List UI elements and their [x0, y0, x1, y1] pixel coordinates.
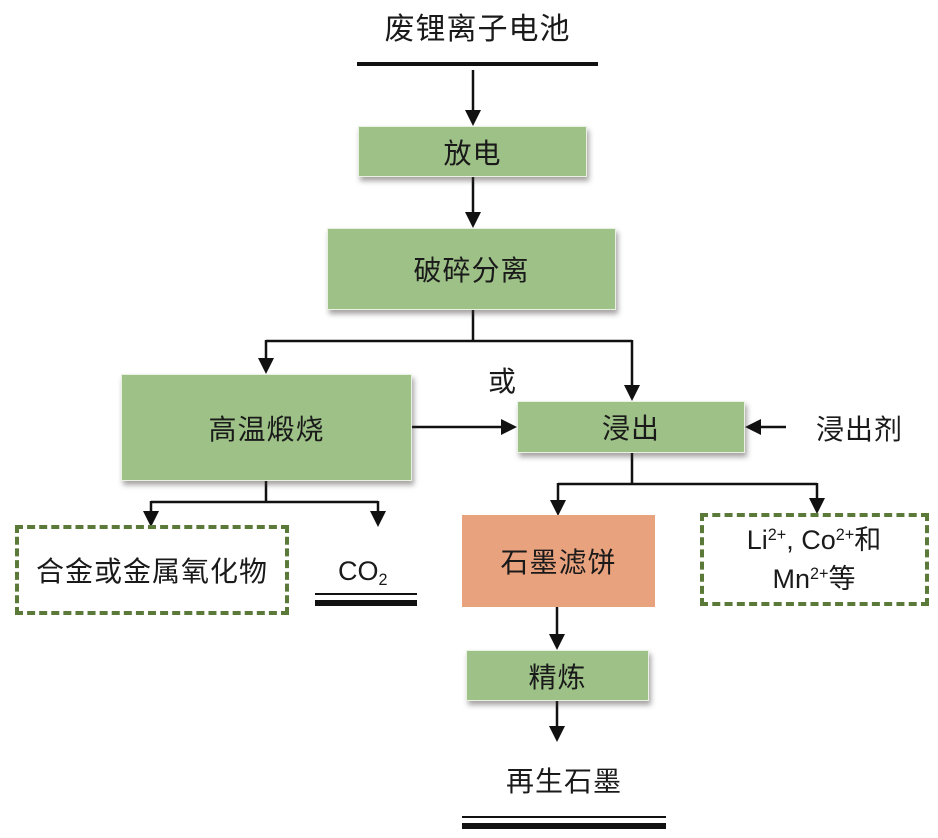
node-refining[interactable]: 精炼	[466, 650, 649, 701]
arrowhead	[370, 511, 386, 527]
arrowhead	[465, 212, 481, 228]
and-text: 和	[854, 524, 883, 556]
output-co2: CO2	[338, 556, 388, 589]
co2-subscript: 2	[378, 570, 388, 589]
arrowhead	[143, 511, 159, 527]
mn-charge: 2+	[810, 564, 829, 583]
arrowhead	[258, 358, 274, 374]
or-label: 或	[488, 365, 518, 398]
node-high-temp-calcination-label: 高温煅烧	[208, 412, 325, 446]
node-graphite-filter-cake[interactable]: 石墨滤饼	[462, 515, 655, 607]
branch-calcination	[149, 481, 380, 512]
arrowhead	[501, 419, 517, 435]
node-discharge-label: 放电	[443, 136, 502, 170]
arrowhead	[550, 500, 566, 516]
node-crush-separate-label: 破碎分离	[413, 254, 530, 287]
output-metal-ions[interactable]: Li2+, Co2+和 Mn2+等	[700, 513, 929, 606]
output-alloy-or-metal-oxide[interactable]: 合金或金属氧化物	[15, 525, 289, 615]
output-alloy-label: 合金或金属氧化物	[35, 555, 268, 588]
arrowhead	[465, 110, 481, 126]
node-refining-label: 精炼	[528, 660, 587, 694]
li-symbol: Li	[746, 524, 768, 555]
arrowhead	[624, 385, 640, 401]
ions-line-2: Mn2+等	[773, 560, 857, 599]
arrowhead	[809, 498, 825, 514]
separator: ,	[786, 524, 802, 555]
output-regenerated-graphite: 再生石墨	[505, 765, 622, 798]
node-discharge[interactable]: 放电	[358, 126, 587, 177]
co-symbol: Co	[801, 524, 836, 555]
arrowhead	[745, 419, 761, 435]
etc-text: 等	[828, 563, 857, 595]
li-charge: 2+	[767, 525, 787, 544]
node-graphite-filter-cake-label: 石墨滤饼	[500, 546, 617, 579]
co-charge: 2+	[835, 525, 855, 544]
arrowhead	[549, 634, 565, 650]
branch-crush	[264, 310, 634, 387]
title-spent-li-ion-battery: 废锂离子电池	[384, 12, 571, 47]
leaching-agent-label: 浸出剂	[816, 413, 904, 446]
ions-line-1: Li2+, Co2+和	[747, 521, 882, 560]
mn-symbol: Mn	[772, 563, 811, 594]
co2-text: CO	[338, 556, 379, 586]
branch-leaching	[556, 453, 819, 501]
arrowhead	[549, 726, 565, 742]
node-high-temp-calcination[interactable]: 高温煅烧	[121, 374, 412, 481]
node-crush-separate[interactable]: 破碎分离	[327, 228, 616, 310]
node-leaching[interactable]: 浸出	[517, 401, 745, 453]
node-leaching-label: 浸出	[601, 412, 660, 445]
